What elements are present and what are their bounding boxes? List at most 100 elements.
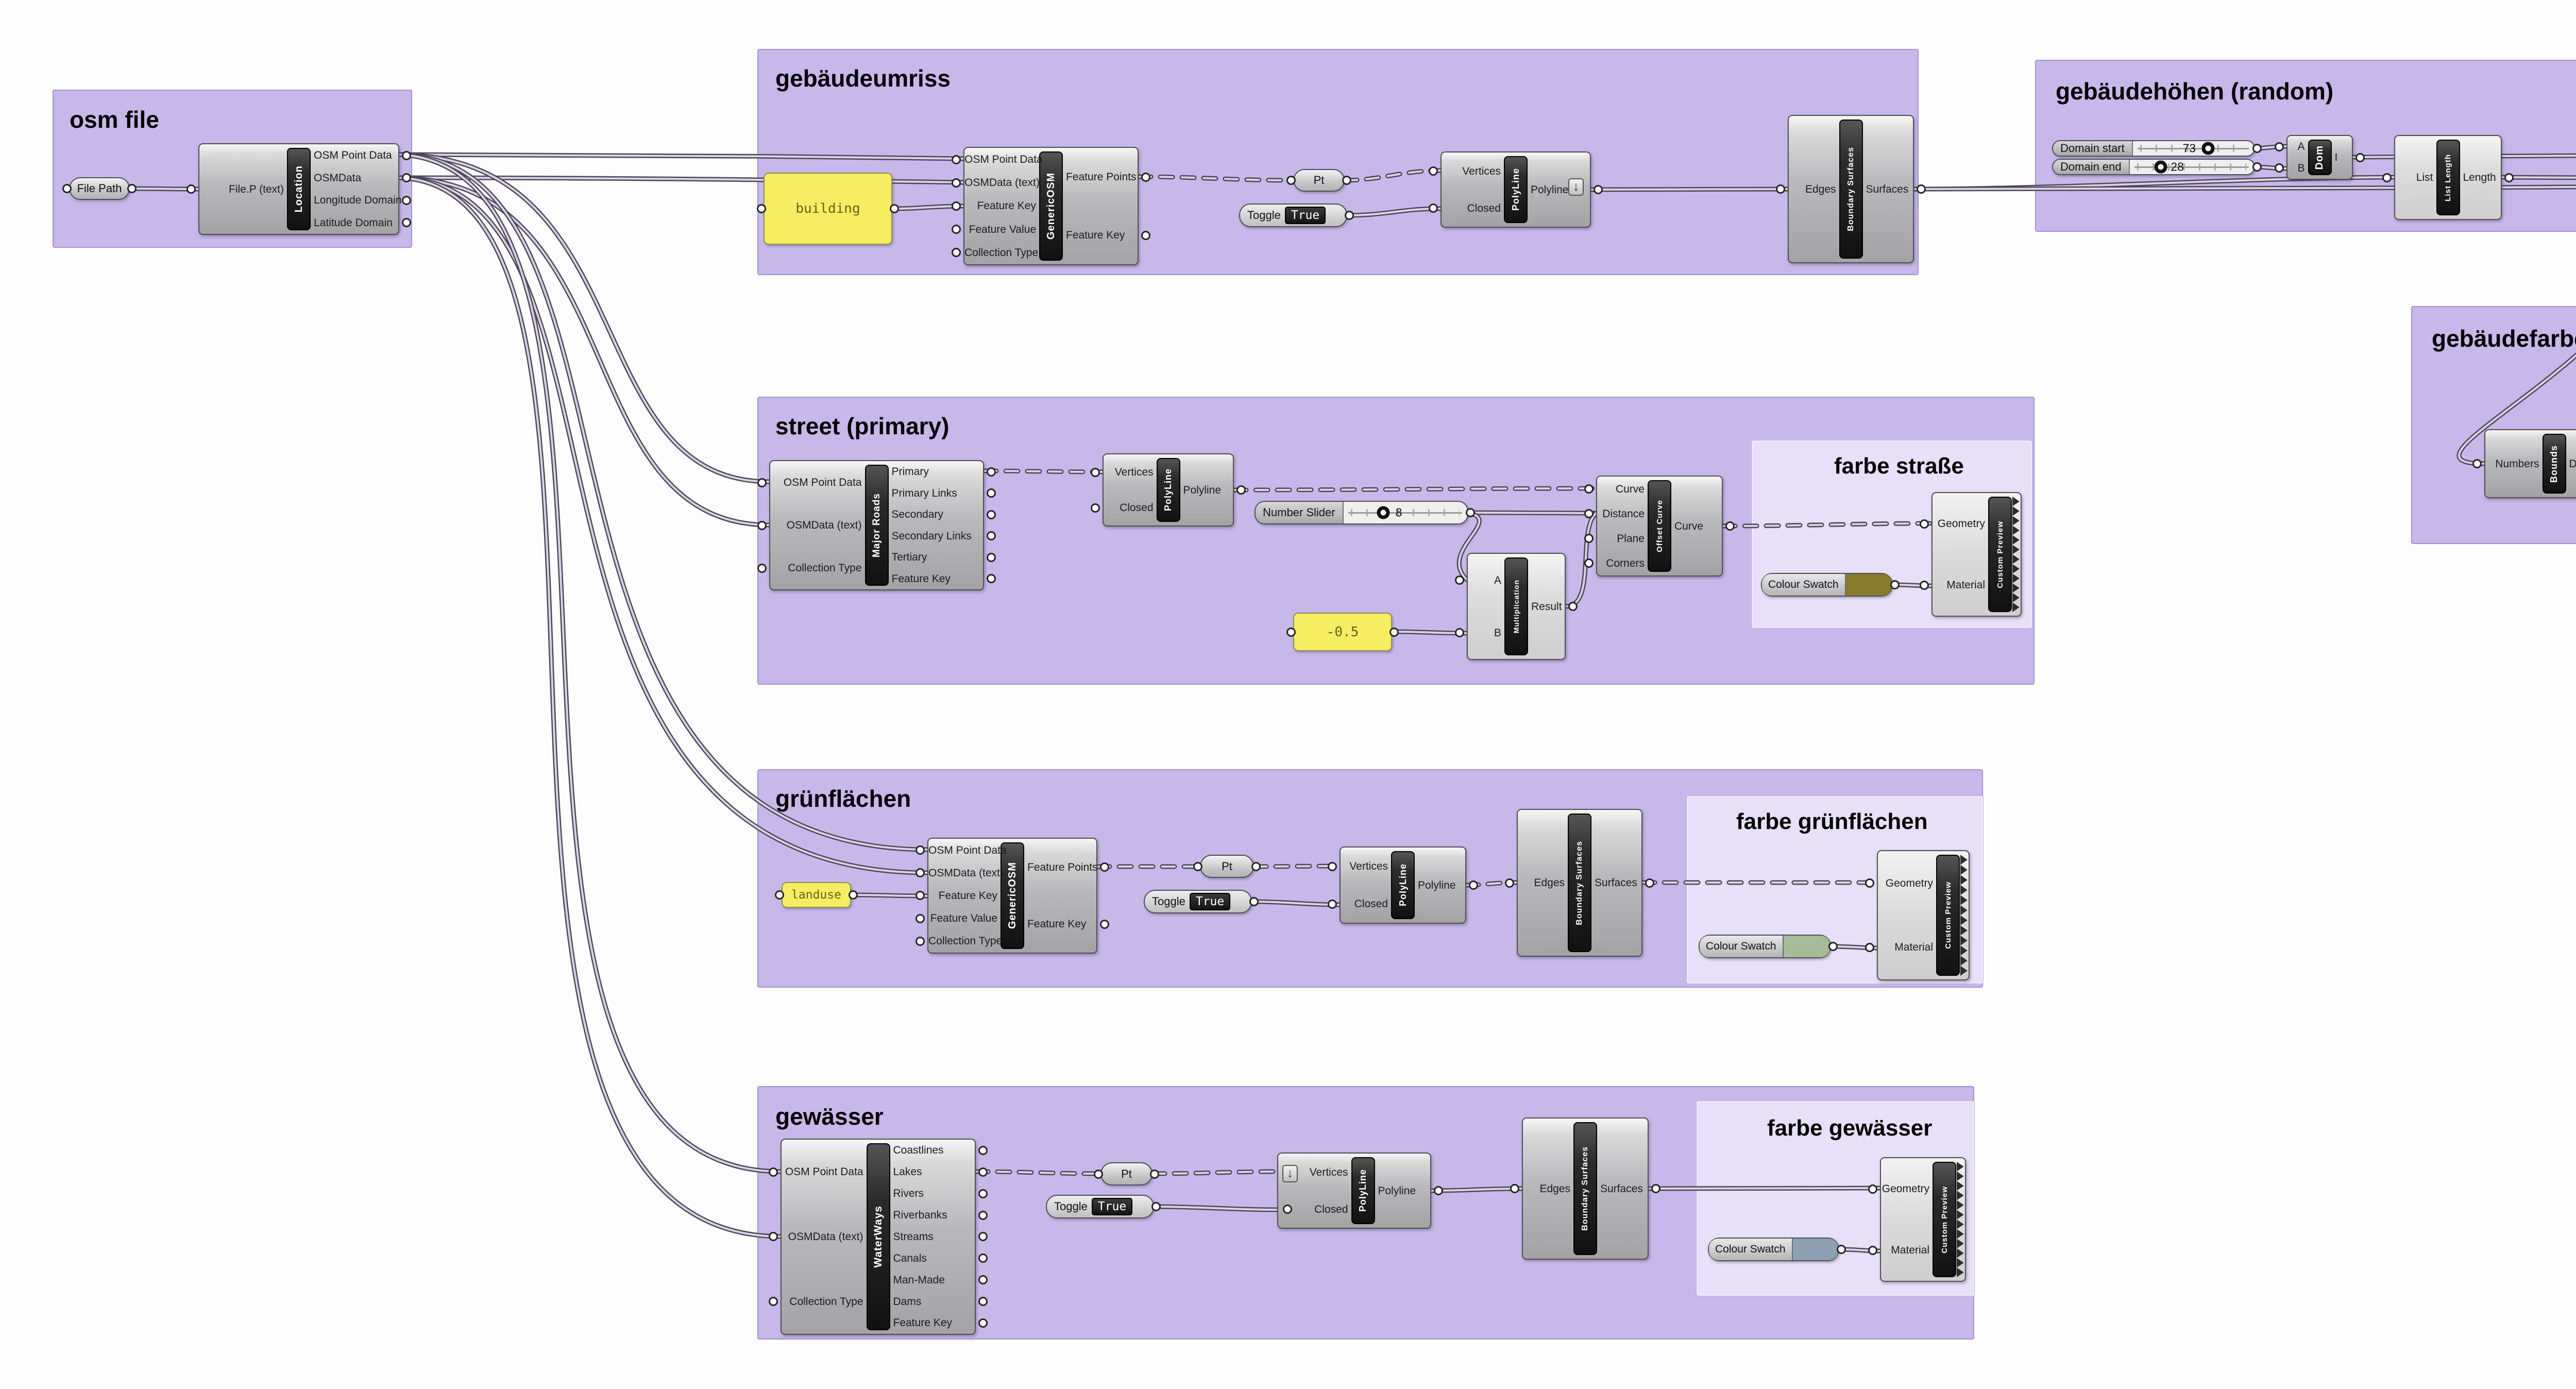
port-b[interactable]: B: [1468, 628, 1501, 638]
toggle-wasser[interactable]: Toggle True: [1046, 1195, 1154, 1218]
port-geometry[interactable]: Geometry: [1882, 1183, 1929, 1195]
port-collection-type[interactable]: Collection Type: [964, 246, 1039, 259]
port-distance[interactable]: Distance: [1597, 509, 1645, 519]
port-plane[interactable]: Plane: [1597, 533, 1645, 544]
colour-swatch-street[interactable]: Colour Swatch: [1761, 573, 1893, 597]
port-edges[interactable]: Edges: [1789, 184, 1836, 195]
bounds-component[interactable]: Numbers Bounds Domain: [2484, 429, 2576, 498]
port-osmdata-text[interactable]: OSMData (text): [928, 867, 1004, 879]
port-streams[interactable]: Streams: [893, 1231, 975, 1242]
polyline-tab[interactable]: PolyLine: [1351, 1157, 1375, 1224]
number-slider-track[interactable]: 8: [1343, 502, 1467, 523]
port-feature-key[interactable]: Feature Key: [964, 200, 1036, 211]
port-vertices[interactable]: Vertices: [1341, 861, 1388, 872]
port-polyline-out[interactable]: Polyline: [1378, 1185, 1431, 1196]
port-curve-out[interactable]: Curve: [1674, 521, 1722, 532]
port-feature-value[interactable]: Feature Value: [964, 224, 1036, 235]
group-gebaeudefarbe[interactable]: [2411, 306, 2576, 544]
custom-preview-street[interactable]: Geometry Material Custom Preview: [1931, 492, 2022, 617]
port-osmdata[interactable]: OSMData: [314, 173, 398, 183]
group-gebaeudeumriss[interactable]: [757, 49, 1919, 275]
port-feature-points[interactable]: Feature Points: [1027, 861, 1098, 873]
port-closed[interactable]: Closed: [1442, 203, 1501, 214]
domain-end-track[interactable]: 28: [2129, 160, 2254, 174]
colour-swatch-gruen[interactable]: Colour Swatch: [1699, 935, 1831, 958]
colour-chip-wasser[interactable]: [1792, 1239, 1838, 1260]
waterways-tab[interactable]: WaterWays: [866, 1143, 890, 1330]
port-material[interactable]: Material: [1933, 580, 1985, 590]
port-material[interactable]: Material: [1881, 1245, 1929, 1256]
toggle-value[interactable]: True: [1091, 1198, 1133, 1215]
port-primary-links[interactable]: Primary Links: [892, 488, 984, 499]
custom-preview-tab[interactable]: Custom Preview: [1988, 497, 2012, 612]
port-man-made[interactable]: Man-Made: [893, 1275, 975, 1285]
dom-component[interactable]: A B Dom I: [2286, 135, 2353, 180]
location-component[interactable]: File.P (text) Location OSM Point Data OS…: [198, 143, 401, 235]
port-collection-type[interactable]: Collection Type: [928, 935, 1003, 947]
colour-swatch-wasser[interactable]: Colour Swatch: [1708, 1238, 1839, 1261]
port-domain[interactable]: Domain: [2569, 459, 2576, 469]
pt-param-building[interactable]: Pt: [1293, 169, 1345, 192]
port-osmdata-text[interactable]: OSMData (text): [770, 520, 862, 531]
boundary-surfaces-tab[interactable]: Boundary Surfaces: [1573, 1122, 1597, 1255]
domain-start-slider[interactable]: Domain start 73: [2052, 140, 2255, 157]
port-vertices[interactable]: Vertices: [1442, 166, 1501, 177]
number-slider[interactable]: Number Slider 8: [1255, 501, 1468, 524]
port-feature-key-out[interactable]: Feature Key: [1027, 919, 1096, 929]
port-polyline-out[interactable]: Polyline: [1183, 485, 1233, 496]
port-geometry[interactable]: Geometry: [1878, 878, 1933, 889]
port-vertices[interactable]: Vertices: [1104, 467, 1154, 478]
port-vertices[interactable]: Vertices: [1296, 1167, 1348, 1178]
custom-preview-tab[interactable]: Custom Preview: [1936, 855, 1960, 976]
genericosm-tab[interactable]: GenericOSM: [1001, 842, 1024, 949]
port-surfaces[interactable]: Surfaces: [1595, 877, 1641, 888]
domain-end-slider[interactable]: Domain end 28: [2052, 159, 2255, 175]
port-corners[interactable]: Corners: [1597, 558, 1645, 569]
port-edges[interactable]: Edges: [1518, 877, 1565, 888]
port-polyline-out[interactable]: Polyline: [1418, 880, 1465, 891]
domain-start-knob[interactable]: [2201, 142, 2215, 155]
pt-param-landuse[interactable]: Pt: [1200, 855, 1254, 878]
toggle-building[interactable]: Toggle True: [1239, 204, 1347, 227]
dom-tab[interactable]: Dom: [2308, 140, 2332, 175]
download-arrow-icon[interactable]: ↓: [1282, 1165, 1298, 1182]
bounds-tab[interactable]: Bounds: [2542, 434, 2566, 494]
pt-param-wasser[interactable]: Pt: [1100, 1162, 1153, 1185]
polyline-tab[interactable]: PolyLine: [1156, 458, 1180, 522]
port-tertiary[interactable]: Tertiary: [892, 552, 984, 563]
port-result[interactable]: Result: [1531, 601, 1565, 612]
genericosm-building-component[interactable]: OSM Point Data OSMData (text) Feature Ke…: [963, 147, 1139, 265]
landuse-panel[interactable]: landuse: [782, 882, 851, 908]
boundary-surfaces-tab[interactable]: Boundary Surfaces: [1839, 120, 1863, 259]
port-feature-key[interactable]: Feature Key: [928, 890, 997, 901]
colour-chip-gruen[interactable]: [1783, 936, 1830, 957]
polyline-tab[interactable]: PolyLine: [1504, 156, 1528, 223]
port-canals[interactable]: Canals: [893, 1253, 975, 1264]
polyline-building-component[interactable]: Vertices Closed PolyLine Polyline ↓: [1440, 151, 1591, 228]
custom-preview-wasser[interactable]: Geometry Material Custom Preview: [1880, 1157, 1966, 1282]
building-panel[interactable]: building: [764, 173, 892, 245]
port-latitude-domain[interactable]: Latitude Domain: [314, 217, 398, 228]
port-osm-point-data[interactable]: OSM Point Data: [770, 477, 862, 488]
port-a[interactable]: A: [2287, 141, 2304, 152]
port-osmdata-text[interactable]: OSMData (text): [782, 1231, 863, 1242]
port-primary[interactable]: Primary: [892, 466, 984, 477]
custom-preview-tab[interactable]: Custom Preview: [1933, 1162, 1956, 1277]
port-file-p[interactable]: File.P (text): [199, 184, 284, 195]
port-riverbanks[interactable]: Riverbanks: [893, 1210, 975, 1221]
port-feature-key-out[interactable]: Feature Key: [1066, 230, 1138, 241]
port-coastlines[interactable]: Coastlines: [893, 1145, 975, 1156]
download-arrow-icon[interactable]: ↓: [1568, 178, 1584, 196]
boundary-surfaces-building-component[interactable]: Edges Boundary Surfaces Surfaces: [1788, 115, 1914, 263]
port-numbers[interactable]: Numbers: [2485, 459, 2539, 469]
port-feature-points[interactable]: Feature Points: [1066, 172, 1138, 182]
port-closed[interactable]: Closed: [1341, 899, 1388, 909]
port-secondary-links[interactable]: Secondary Links: [892, 531, 984, 541]
port-feature-key[interactable]: Feature Key: [893, 1317, 975, 1328]
polyline-wasser-component[interactable]: Vertices Closed PolyLine Polyline ↓: [1277, 1153, 1431, 1229]
domain-start-track[interactable]: 73: [2132, 141, 2254, 156]
boundary-surfaces-tab[interactable]: Boundary Surfaces: [1568, 814, 1591, 952]
port-feature-key[interactable]: Feature Key: [892, 573, 984, 584]
port-b[interactable]: B: [2287, 163, 2304, 174]
